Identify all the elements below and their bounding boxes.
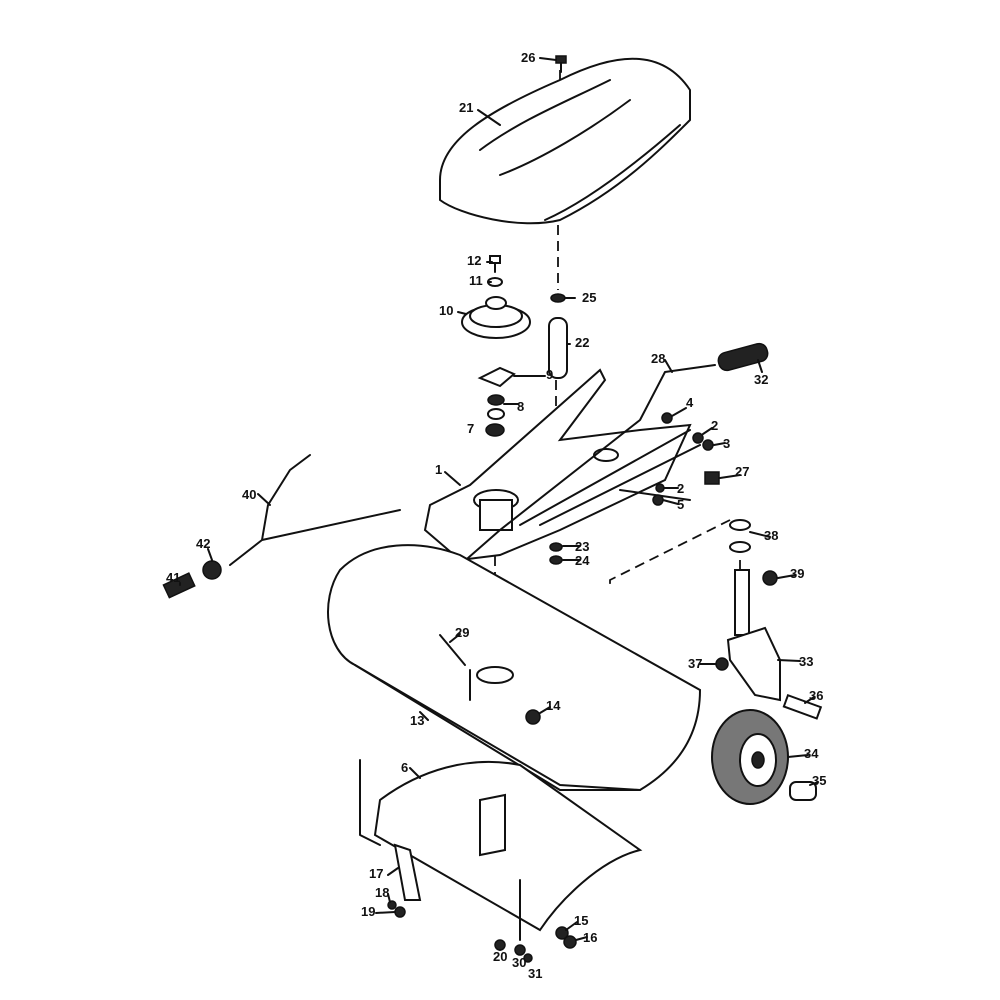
frame-arms [519, 429, 701, 526]
part-31-nut [523, 953, 533, 963]
label-part-35: 35 [812, 773, 827, 788]
label-part-5: 5 [677, 497, 685, 512]
label-part-8: 8 [517, 399, 525, 414]
part-26-knob [555, 55, 567, 73]
part-35-bushing [789, 781, 817, 801]
part-32-grip [717, 342, 769, 372]
part-13-deck [327, 544, 702, 792]
label-part-10: 10 [439, 303, 454, 318]
label-part-15: 15 [574, 913, 589, 928]
part-24-nut [549, 555, 563, 565]
label-part-33: 33 [799, 654, 814, 669]
part-17-bracket [393, 843, 422, 901]
label-part-2: 2 [711, 418, 719, 433]
part-9-plate [477, 366, 516, 388]
label-part-21: 21 [459, 100, 474, 115]
label-part-31: 31 [528, 966, 543, 981]
caster-post [734, 569, 750, 636]
part-5-nut [652, 494, 664, 506]
label-part-16: 16 [583, 930, 598, 945]
label-part-17: 17 [369, 866, 384, 881]
part-8-washer [487, 394, 505, 406]
label-part-37: 37 [688, 656, 703, 671]
label-part-11: 11 [469, 273, 483, 288]
label-part-3: 3 [723, 436, 731, 451]
part-37-nut [715, 657, 729, 671]
part-38-washer-2 [729, 541, 751, 553]
label-part-12: 12 [467, 253, 482, 268]
label-part-39: 39 [790, 566, 805, 581]
label-part-6: 6 [401, 760, 409, 775]
part-4-nut [661, 412, 673, 424]
part-30-washer [514, 944, 526, 956]
part-42-clamp [202, 560, 222, 580]
part-33-caster-fork [726, 626, 781, 702]
label-part-22: 22 [575, 335, 590, 350]
part-8-washer-2 [487, 408, 505, 420]
label-part-30: 30 [512, 955, 527, 970]
part-21-cover [439, 57, 691, 225]
part-23-washer [549, 542, 563, 552]
label-part-23: 23 [575, 539, 590, 554]
label-part-27: 27 [735, 464, 750, 479]
part-10-pulley [461, 296, 531, 339]
part-14-knob [525, 709, 541, 725]
label-part-25: 25 [582, 290, 597, 305]
label-part-41: 41 [166, 570, 181, 585]
part-3-nut [702, 439, 714, 451]
label-part-20: 20 [493, 949, 508, 964]
label-part-24: 24 [575, 553, 590, 568]
part-6-tine-guard [359, 759, 643, 941]
part-2-washer-lower [655, 483, 665, 493]
part-12-bolt [489, 255, 501, 273]
label-part-19: 19 [361, 904, 376, 919]
part-40-rod [229, 454, 401, 566]
label-part-34: 34 [804, 746, 819, 761]
part-7-bearing [485, 423, 505, 437]
part-18-washer [387, 900, 397, 910]
label-part-18: 18 [375, 885, 390, 900]
part-29-bolt [439, 634, 471, 701]
part-16-nut [563, 935, 577, 949]
label-part-2-lower: 2 [677, 481, 685, 496]
part-25-nut [550, 293, 566, 303]
label-part-40: 40 [242, 487, 257, 502]
label-part-32: 32 [754, 372, 769, 387]
part-27-clip [704, 471, 720, 485]
label-part-42: 42 [196, 536, 211, 551]
label-part-26: 26 [521, 50, 536, 65]
part-19-bolt [394, 906, 406, 918]
label-part-38: 38 [764, 528, 779, 543]
part-34-wheel [711, 709, 789, 805]
label-part-14: 14 [546, 698, 561, 713]
part-36-axle [782, 693, 823, 720]
label-part-4: 4 [686, 395, 694, 410]
part-38-washer [729, 519, 751, 531]
label-part-13: 13 [410, 713, 425, 728]
label-part-1: 1 [435, 462, 443, 477]
label-part-36: 36 [809, 688, 824, 703]
part-2-washer [692, 432, 704, 444]
label-part-9: 9 [546, 367, 554, 382]
label-part-29: 29 [455, 625, 470, 640]
label-part-7: 7 [467, 421, 475, 436]
label-part-28: 28 [651, 351, 666, 366]
part-39-clamp [762, 570, 778, 586]
part-22-spacer [548, 317, 568, 379]
